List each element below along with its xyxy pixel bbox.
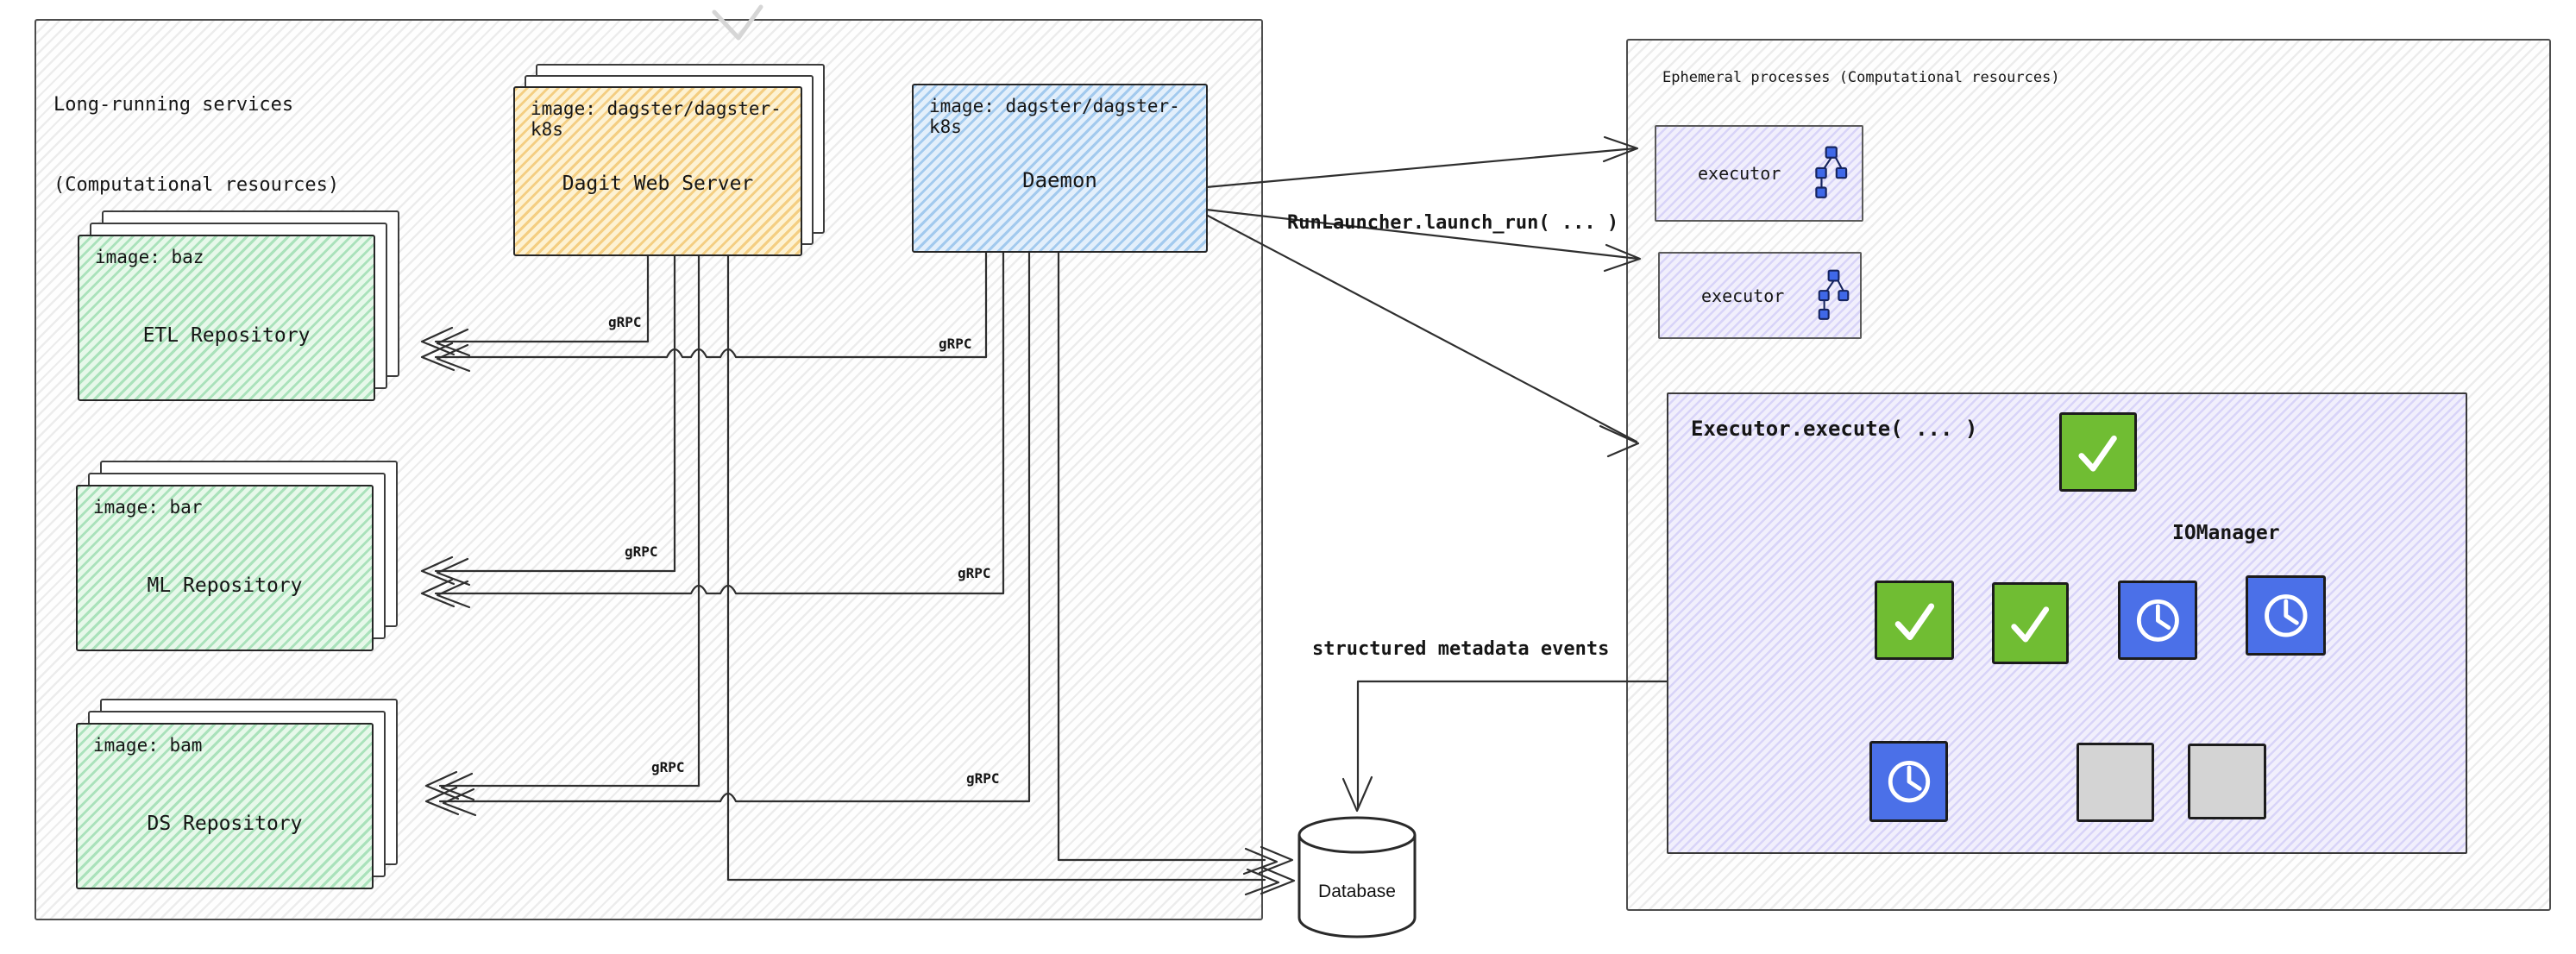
ds-repository-box: image: bam DS Repository <box>76 723 374 889</box>
step-node-completed <box>1992 582 2069 664</box>
executor-box: executor <box>1655 125 1863 222</box>
step-node-running <box>1869 741 1948 822</box>
left-panel-title: Long-running services (Computational res… <box>53 38 339 252</box>
step-node-running <box>2118 581 2197 660</box>
etl-title: ETL Repository <box>142 324 311 347</box>
grpc-label: gRPC <box>651 759 685 775</box>
run-launcher-label: RunLauncher.launch_run( ... ) <box>1287 212 1619 234</box>
executor-label: executor <box>1698 163 1781 184</box>
check-icon <box>2011 606 2050 643</box>
step-node-completed <box>1875 581 1954 660</box>
iomanager-label: IOManager <box>2172 522 2280 544</box>
check-icon <box>2078 435 2118 472</box>
daemon-box: image: dagster/dagster-k8s Daemon <box>912 84 1208 253</box>
ml-image-label: image: bar <box>93 497 203 518</box>
dagit-grpc-lines <box>434 254 1266 882</box>
database-arrowheads <box>1242 845 1296 896</box>
grpc-label: gRPC <box>966 770 1000 787</box>
step-node-completed <box>2059 412 2137 492</box>
etl-repository-box: image: baz ETL Repository <box>78 235 375 401</box>
left-panel-title-line1: Long-running services <box>53 94 294 116</box>
grpc-label: gRPC <box>625 543 658 560</box>
left-panel-title-line2: (Computational resources) <box>53 174 340 196</box>
run-launcher-arrows <box>1204 135 1642 458</box>
dagit-title: Dagit Web Server <box>562 173 754 195</box>
grpc-label: gRPC <box>608 314 642 330</box>
ml-title: ML Repository <box>147 574 303 597</box>
right-panel-title: Ephemeral processes (Computational resou… <box>1662 69 2060 86</box>
ds-image-label: image: bam <box>93 735 203 756</box>
watermark-check-icon <box>712 4 763 41</box>
dagit-image-label: image: dagster/dagster-k8s <box>531 98 782 140</box>
dag-icon <box>1815 146 1848 198</box>
database-label: Database <box>1318 882 1396 901</box>
metadata-arrow <box>1341 680 1668 813</box>
database-cylinder <box>1297 816 1417 938</box>
metadata-events-label: structured metadata events <box>1312 638 1610 660</box>
step-node-pending <box>2077 743 2154 822</box>
ml-repository-box: image: bar ML Repository <box>76 485 374 651</box>
etl-image-label: image: baz <box>95 247 204 267</box>
clock-icon <box>2136 599 2179 642</box>
executor-execute-label: Executor.execute( ... ) <box>1691 417 1978 441</box>
step-node-running <box>2246 575 2326 656</box>
ds-title: DS Repository <box>147 813 303 835</box>
executor-execute-box: Executor.execute( ... ) IOManager <box>1667 392 2467 854</box>
dag-icon <box>1819 269 1850 320</box>
daemon-image-label: image: dagster/dagster-k8s <box>929 96 1180 137</box>
daemon-title: Daemon <box>1022 168 1097 192</box>
grpc-label: gRPC <box>939 336 972 352</box>
step-node-pending <box>2188 744 2266 819</box>
repo-arrowheads <box>420 326 477 817</box>
clock-icon <box>1888 760 1930 803</box>
dagit-web-server-box: image: dagster/dagster-k8s Dagit Web Ser… <box>513 86 802 256</box>
daemon-grpc-lines <box>434 251 1266 862</box>
grpc-label: gRPC <box>958 565 991 581</box>
clock-icon <box>2264 593 2308 637</box>
executor-box: executor <box>1658 252 1862 339</box>
check-icon <box>1894 603 1934 640</box>
executor-label: executor <box>1701 285 1785 306</box>
